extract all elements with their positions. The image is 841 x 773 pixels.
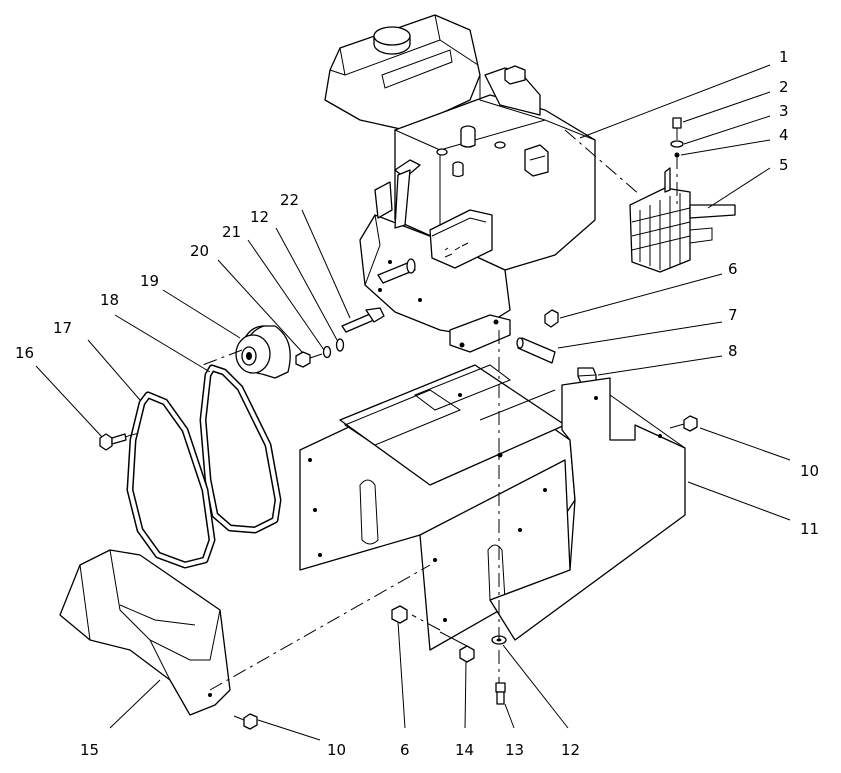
callout-17: 17 xyxy=(53,319,72,337)
callout-21: 21 xyxy=(222,223,241,241)
spacer-7 xyxy=(516,337,556,364)
callout-5: 5 xyxy=(779,156,789,174)
callout-7: 7 xyxy=(728,306,738,324)
callout-3: 3 xyxy=(779,102,789,120)
callout-8: 8 xyxy=(728,342,738,360)
assembly-lines xyxy=(124,129,678,691)
belt-18 xyxy=(199,364,282,534)
belt-guard-15 xyxy=(59,549,231,716)
callout-20: 20 xyxy=(190,242,209,260)
washer-3 xyxy=(670,140,684,148)
engine xyxy=(324,14,596,353)
callout-6-lower: 6 xyxy=(400,741,410,759)
callout-15: 15 xyxy=(80,741,99,759)
bracket-22 xyxy=(341,307,385,333)
screw-16 xyxy=(99,433,127,451)
washer-12-upper xyxy=(335,338,345,352)
callout-2: 2 xyxy=(779,78,789,96)
lockwasher-21 xyxy=(322,345,332,359)
callout-10-lower: 10 xyxy=(327,741,346,759)
pulley-19 xyxy=(235,325,291,379)
callout-4: 4 xyxy=(779,126,789,144)
callout-12-lower: 12 xyxy=(561,741,580,759)
screw-13 xyxy=(495,682,506,705)
bolt-10-upper xyxy=(669,415,698,432)
belt-17 xyxy=(126,391,216,569)
nut-6-lower xyxy=(391,605,408,624)
callout-18: 18 xyxy=(100,291,119,309)
frame xyxy=(299,364,576,651)
callout-19: 19 xyxy=(140,272,159,290)
leader-lines xyxy=(35,64,791,741)
callout-22: 22 xyxy=(280,191,299,209)
callout-16: 16 xyxy=(15,344,34,362)
callout-1: 1 xyxy=(779,48,789,66)
bolt-10-lower xyxy=(233,713,258,730)
callout-10-upper: 10 xyxy=(800,462,819,480)
engine-guard xyxy=(629,167,736,273)
nut-6-upper xyxy=(544,309,559,328)
bolt-20 xyxy=(295,351,323,368)
callout-6-upper: 6 xyxy=(728,260,738,278)
bolt-14 xyxy=(439,631,475,663)
screw-2 xyxy=(672,117,682,140)
callout-13: 13 xyxy=(505,741,524,759)
belt-cover-11 xyxy=(489,377,686,641)
callout-11: 11 xyxy=(800,520,819,538)
callout-14: 14 xyxy=(455,741,474,759)
callout-12-upper: 12 xyxy=(250,208,269,226)
